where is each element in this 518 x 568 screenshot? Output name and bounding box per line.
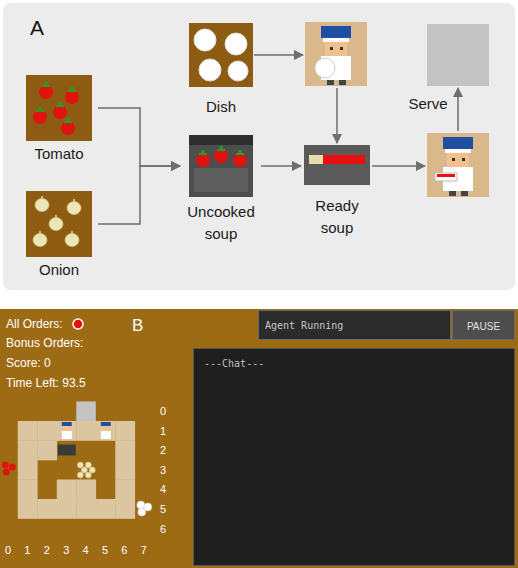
column-number: 2 <box>44 544 50 556</box>
onion-pile <box>85 462 91 468</box>
dish-pile <box>138 508 146 516</box>
ready-pot <box>304 145 370 185</box>
floor-tile <box>37 499 57 519</box>
ingredient-onion: Onion <box>20 191 98 281</box>
ready-soup: Ready soup <box>302 145 372 239</box>
column-number: 7 <box>141 544 147 556</box>
ingredient-tomato: Tomato <box>20 75 98 165</box>
tomato-pile <box>3 469 10 476</box>
column-number: 4 <box>83 544 89 556</box>
floor-tile <box>115 421 135 441</box>
onion-pile <box>77 472 83 478</box>
flow-connector <box>98 108 180 166</box>
panel-a <box>3 3 515 290</box>
onion-crate <box>26 191 92 257</box>
hud-text: Time Left: 93.5 <box>6 376 86 390</box>
hud-text: Bonus Orders: <box>6 336 83 350</box>
floor-tile <box>115 499 135 519</box>
node-label: Agent Running <box>265 319 444 332</box>
floor-tile <box>18 441 38 461</box>
flow-arrow <box>254 55 458 166</box>
panel-letter: B <box>132 316 143 336</box>
floor-tile <box>76 499 96 519</box>
floor-tile <box>96 499 116 519</box>
node-label: ---Chat--- <box>204 357 504 370</box>
floor-tile <box>115 460 135 480</box>
row-number: 2 <box>160 444 166 456</box>
floor-tile <box>37 421 57 441</box>
onion-pile <box>77 462 83 468</box>
tomato-pile <box>2 462 9 469</box>
pause-button: PAUSE <box>452 310 515 340</box>
onion-pile <box>89 467 95 473</box>
onion-pile <box>81 467 87 473</box>
serving-counter <box>427 24 489 86</box>
tomato-crate <box>26 75 92 141</box>
pot-tile <box>58 445 76 456</box>
hud-text: All Orders: <box>6 317 63 331</box>
flow-connector <box>261 165 301 167</box>
uncooked-pot <box>189 135 253 197</box>
node-label: PAUSE <box>455 320 512 333</box>
uncooked-soup: Uncooked soup <box>181 135 261 245</box>
chef-with-soup <box>427 133 489 197</box>
dish-stack <box>189 23 253 87</box>
floor-tile <box>76 421 96 441</box>
floor-tile <box>76 480 96 500</box>
onion-pile <box>85 472 91 478</box>
chef-with-dish <box>305 22 367 86</box>
column-number: 6 <box>121 544 127 556</box>
hud-text: Score: 0 <box>6 356 51 370</box>
chef-sprite <box>101 422 111 439</box>
row-number: 3 <box>160 464 166 476</box>
column-number: 3 <box>63 544 69 556</box>
floor-tile <box>96 421 116 441</box>
kitchen-grid <box>2 402 152 519</box>
floor-tile <box>18 460 38 480</box>
dish-source: Dish <box>181 23 261 118</box>
row-number: 6 <box>160 523 166 535</box>
floor-tile <box>18 499 38 519</box>
column-number: 5 <box>102 544 108 556</box>
row-number: 4 <box>160 483 166 495</box>
flow-connector <box>98 166 180 224</box>
floor-tile <box>18 421 38 441</box>
floor-tile <box>18 480 38 500</box>
floor-tile <box>115 441 135 461</box>
floor-tile <box>57 421 77 441</box>
node-label: Tomato <box>20 143 98 165</box>
node-label: Uncooked soup <box>181 201 261 245</box>
panel-letter: A <box>30 16 44 40</box>
column-number: 0 <box>5 544 11 556</box>
floor-tile <box>57 499 77 519</box>
order-icon <box>73 319 83 329</box>
chef-sprite <box>62 422 72 439</box>
floor-tile <box>57 480 77 500</box>
floor-tile <box>37 441 57 461</box>
row-number: 1 <box>160 425 166 437</box>
floor-tile <box>115 480 135 500</box>
node-label: Onion <box>20 259 98 281</box>
serve-tile <box>76 402 96 422</box>
action-label: Serve <box>408 95 447 112</box>
node-label: Ready soup <box>302 195 372 239</box>
column-number: 1 <box>24 544 30 556</box>
node-label: Dish <box>181 96 261 118</box>
chat-panel: ---Chat--- <box>193 348 515 566</box>
row-number: 5 <box>160 503 166 515</box>
status-box: Agent Running <box>258 310 451 340</box>
tomato-pile <box>9 464 16 471</box>
panel-b <box>0 309 518 568</box>
row-number: 0 <box>160 405 166 417</box>
